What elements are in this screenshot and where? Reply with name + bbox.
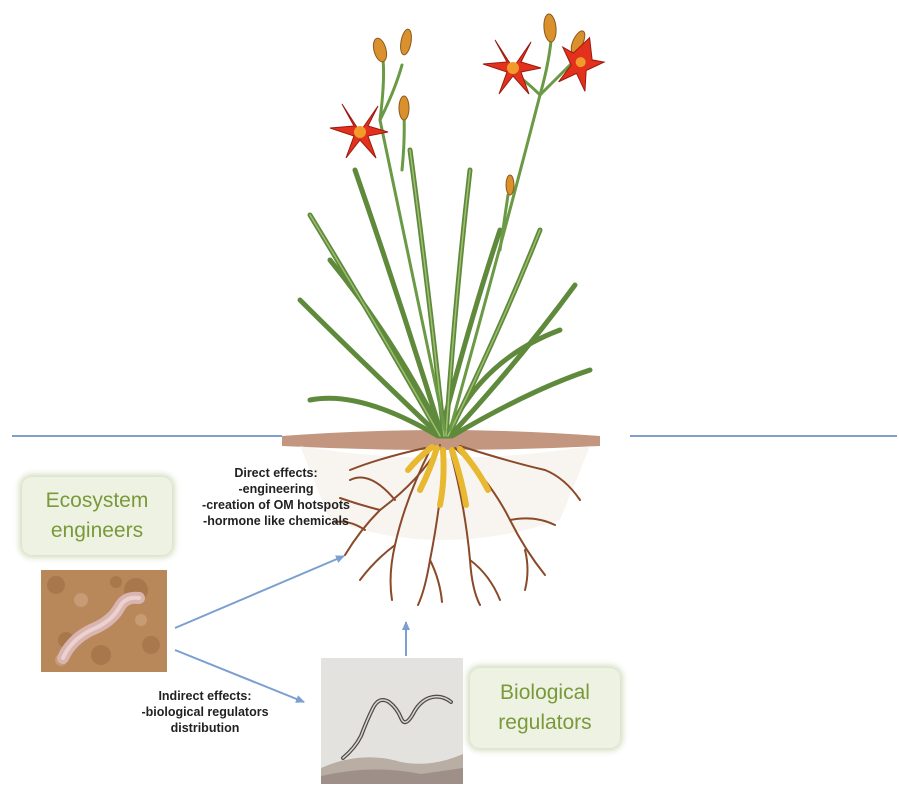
direct-effects-text: Direct effects: -engineering -creation o…: [196, 465, 356, 529]
direct-effect-item: -hormone like chemicals: [196, 513, 356, 529]
direct-effect-item: -engineering: [196, 481, 356, 497]
ecosystem-engineers-line-2: engineers: [46, 516, 149, 546]
ecosystem-engineers-box: Ecosystem engineers: [22, 477, 172, 555]
direct-effect-item: -creation of OM hotspots: [196, 497, 356, 513]
indirect-effects-text: Indirect effects: -biological regulators…: [120, 688, 290, 736]
plant-leaves: [300, 150, 590, 436]
direct-effects-title: Direct effects:: [196, 465, 356, 481]
indirect-effects-line: distribution: [120, 720, 290, 736]
earthworm-photo: [41, 570, 167, 672]
biological-regulators-line-2: regulators: [498, 708, 591, 738]
nematode-photo: [321, 658, 463, 784]
indirect-effects-title: Indirect effects:: [120, 688, 290, 704]
biological-regulators-line-1: Biological: [498, 678, 591, 708]
indirect-effects-line: -biological regulators: [120, 704, 290, 720]
biological-regulators-box: Biological regulators: [470, 668, 620, 748]
ecosystem-engineers-line-1: Ecosystem: [46, 486, 149, 516]
arrow-direct-effects: [175, 556, 344, 628]
lily-flower-left: [330, 104, 388, 158]
